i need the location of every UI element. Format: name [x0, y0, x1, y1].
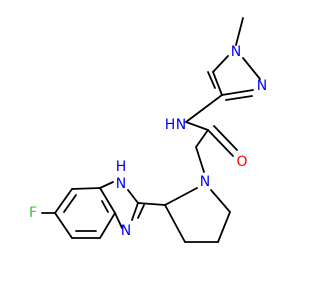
- atom-pyrrolidine-n: N: [200, 174, 210, 190]
- bond-pyrr-3: [217, 211, 231, 243]
- bond-imid-3: [131, 202, 139, 221]
- bond-pz-3: [242, 57, 261, 80]
- bond-co-1: [207, 129, 234, 157]
- bond-pz-4: [221, 89, 254, 96]
- bond-benz-6: [54, 212, 73, 239]
- atom-amide-n: N: [176, 117, 186, 133]
- bond-imid-2: [127, 189, 139, 204]
- bond-co-2: [213, 125, 238, 151]
- atom-carbonyl-o: O: [236, 154, 247, 170]
- bond-pyrr-5: [164, 204, 186, 243]
- bond-benz-3: [99, 187, 116, 214]
- bond-n-methyl: [235, 17, 244, 46]
- bond-co-nh: [185, 121, 209, 131]
- bond-imid-4: [137, 204, 145, 219]
- bond-pyrr-1: [164, 187, 198, 206]
- bond-pz-1b: [207, 71, 216, 89]
- bond-pz-1: [212, 71, 223, 96]
- bond-imid-pyrr: [137, 202, 166, 206]
- structure-svg: F H N N N H N O N N: [29, 17, 267, 243]
- atom-imidazole-nh-n: N: [116, 176, 126, 192]
- bond-nh-pz: [185, 94, 223, 123]
- atom-labels: F H N N N H N O N N: [29, 44, 267, 239]
- bond-benz-2: [71, 187, 101, 190]
- bond-imid-1: [99, 181, 114, 189]
- bond-ch2-co: [195, 129, 209, 148]
- atom-imidazole-nh-h: H: [116, 159, 127, 175]
- bond-pz-4b: [225, 95, 253, 101]
- bond-benz-inner-1: [63, 194, 77, 213]
- bond-pyrr-2: [210, 189, 231, 213]
- bonds: [41, 17, 261, 243]
- atom-imidazole-n: N: [121, 223, 131, 239]
- atom-pyrazole-n1: N: [231, 44, 241, 60]
- bond-benz-4: [99, 212, 116, 239]
- atom-fluorine: F: [29, 205, 37, 221]
- bond-pz-2: [212, 55, 229, 73]
- bond-n-ch2: [195, 146, 205, 173]
- molecule-canvas: F H N N N H N O N N: [29, 17, 267, 243]
- atom-amide-h: H: [165, 117, 176, 133]
- bond-imid-5: [114, 212, 123, 229]
- atom-pyrazole-n2: N: [257, 78, 267, 94]
- bond-benz-1: [54, 188, 73, 214]
- bond-benz-inner-2: [101, 200, 109, 213]
